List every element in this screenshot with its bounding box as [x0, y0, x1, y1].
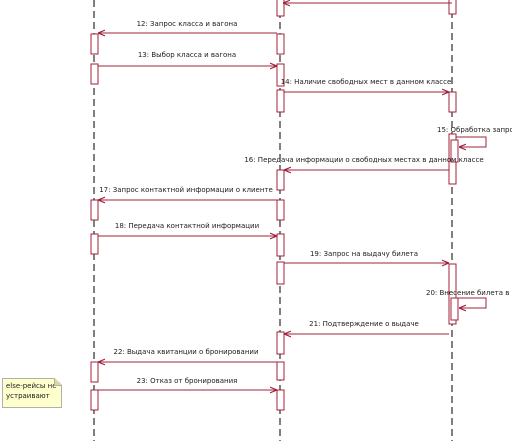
activation-bar-5 — [276, 63, 285, 87]
activation-bar-11 — [90, 199, 99, 221]
activation-bar-12 — [276, 199, 285, 221]
message-label-22: 22: Выдача квитанции о бронировании — [113, 348, 258, 356]
message-label-12: 12: Запрос класса и вагона — [137, 20, 238, 28]
activation-bar-13 — [90, 233, 99, 255]
activation-bar-17 — [450, 297, 459, 321]
activation-bar-1 — [448, 0, 457, 15]
activation-bar-19 — [90, 361, 99, 383]
activation-bar-2 — [90, 33, 99, 55]
message-label-14: 14: Наличие свободных мест в данном клас… — [281, 78, 452, 86]
activation-bar-4 — [90, 63, 99, 85]
message-label-19: 19: Запрос на выдачу билета — [310, 250, 418, 258]
activation-bar-22 — [276, 389, 285, 411]
activation-bar-9 — [450, 139, 459, 163]
note-text: else-рейсы не устраивают — [6, 382, 57, 400]
activation-bar-20 — [276, 361, 285, 381]
activation-bar-14 — [276, 233, 285, 257]
note-box: else-рейсы не устраивают — [2, 378, 62, 408]
message-label-13: 13: Выбор класса и вагона — [138, 51, 236, 59]
message-label-15: 15: Обработка запроса — [437, 126, 512, 134]
self-message-arrow-15 — [456, 136, 487, 147]
activation-bar-15 — [276, 261, 285, 285]
activation-bar-21 — [90, 389, 99, 411]
activation-bar-16 — [448, 263, 457, 325]
activation-bar-7 — [448, 91, 457, 113]
activation-bar-6 — [276, 89, 285, 113]
message-label-18: 18: Передача контактной информации — [115, 222, 259, 230]
note-fold-corner — [54, 378, 62, 386]
message-label-21: 21: Подтверждение о выдаче — [309, 320, 419, 328]
message-label-16: 16: Передача информации о свободных мест… — [244, 156, 483, 164]
message-label-23: 23: Отказ от бронирования — [137, 377, 238, 385]
activation-bar-3 — [276, 33, 285, 55]
activation-bar-0 — [276, 0, 285, 17]
activation-bar-10 — [276, 169, 285, 191]
message-label-20: 20: Внесение билета в базу — [426, 289, 512, 297]
activation-bar-18 — [276, 331, 285, 355]
self-message-arrow-20 — [456, 297, 487, 308]
message-label-17: 17: Запрос контактной информации о клиен… — [99, 186, 273, 194]
